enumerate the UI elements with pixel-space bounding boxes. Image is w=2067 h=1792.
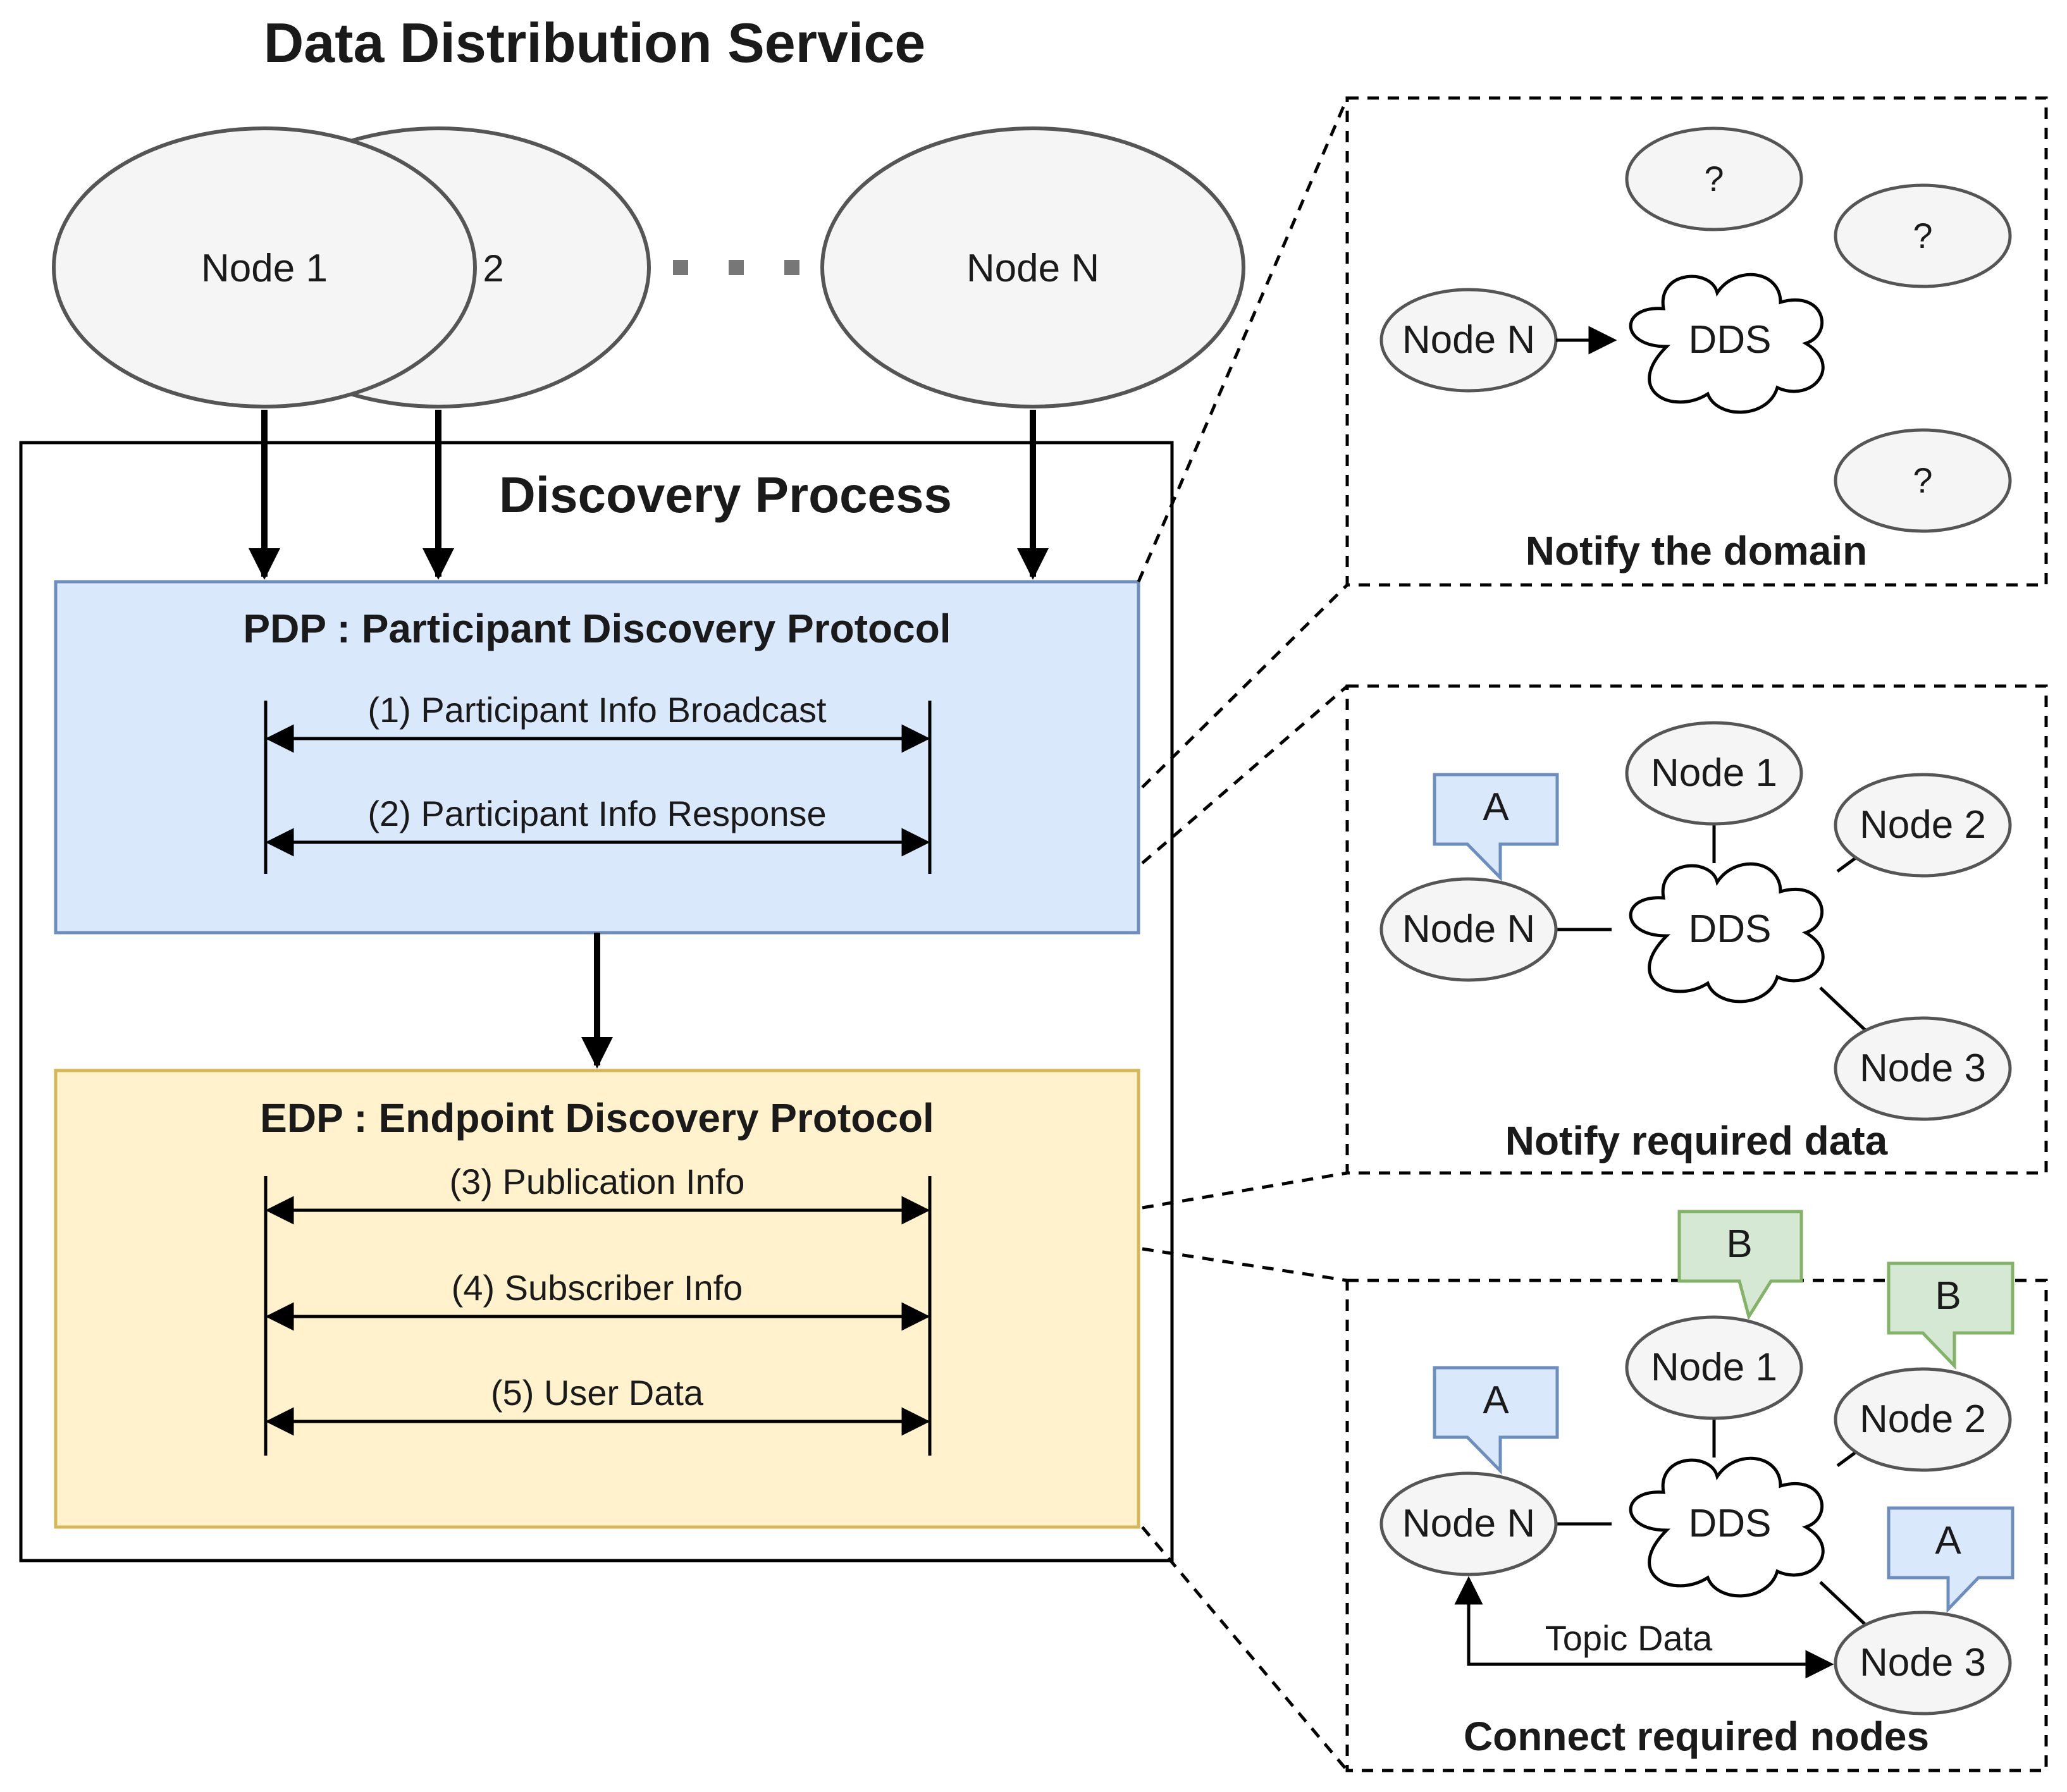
edp-msg-4-label: (4) Subscriber Info [452,1268,743,1308]
pdp-msg-2-label: (2) Participant Info Response [367,794,826,833]
topic-data-arrow [1454,1576,1834,1679]
panel2-node-1-label: Node 1 [1651,751,1777,795]
unknown-node-2-label: ? [1913,216,1932,255]
panel3-bubble-b-node-2 [1887,1261,2015,1370]
unknown-node-2 [1834,183,2012,288]
unknown-node-1-label: ? [1704,159,1724,199]
panel2-node-n-label: Node N [1402,907,1535,951]
panel1-caption: Notify the domain [1526,528,1867,574]
panel3-dds-label: DDS [1689,1502,1772,1545]
panel3-node-3 [1834,1611,2012,1715]
panel2-caption: Notify required data [1505,1118,1888,1163]
diagram-title: Data Distribution Service [264,11,926,74]
panel3-node-2-label: Node 2 [1860,1397,1986,1441]
unknown-node-3 [1834,428,2012,533]
edp-title: EDP : Endpoint Discovery Protocol [260,1095,934,1141]
discovery-process-title: Discovery Process [499,467,952,523]
panel3-bubble-b-node-2-label: B [1935,1274,1961,1318]
panel2-node-1 [1625,721,1803,826]
unknown-node-1 [1625,126,1803,231]
pdp-title: PDP : Participant Discovery Protocol [243,606,951,651]
node-n-label: Node N [966,247,1099,290]
panel3-node-1-label: Node 1 [1651,1346,1777,1389]
panel3-bubble-a-node-n [1433,1366,1559,1475]
topic-data-label: Topic Data [1545,1618,1713,1658]
panel2-node-n [1379,877,1558,982]
panel3-node-3-label: Node 3 [1860,1641,1986,1685]
panel2-node-3 [1834,1016,2012,1121]
pdp-msg-1-label: (1) Participant Info Broadcast [367,690,827,730]
panel2-node-2-label: Node 2 [1860,803,1986,847]
panel3-bubble-a-node-3 [1887,1506,2015,1614]
unknown-node-3-label: ? [1913,460,1932,500]
panel2-bubble-a-label: A [1483,785,1509,829]
panel2-dds-label: DDS [1689,907,1772,951]
panel1-dds-label: DDS [1689,318,1772,362]
node-1: Node 1 [52,126,477,408]
panel-notify-required-data: DDS Node N Node 1 Node 2 Node 3 A Notify… [1345,684,2048,1175]
node-2-label: 2 [483,247,503,290]
panel1-node-n-label: Node N [1402,318,1535,362]
edp-msg-5-label: (5) User Data [491,1373,704,1413]
zoom-connectors [1137,97,1349,1772]
panel3-bubble-b-node-1 [1677,1210,1803,1321]
panel-connect-required-nodes: DDS Node N Node 1 Node 2 Node 3 Topic Da… [1345,1210,2048,1772]
panel2-node-3-label: Node 3 [1860,1046,1986,1090]
pdp-box: PDP : Participant Discovery Protocol (1)… [54,580,1140,935]
panel3-node-2 [1834,1367,2012,1472]
panel3-bubble-a-node-3-label: A [1935,1519,1961,1562]
panel3-caption: Connect required nodes [1464,1714,1929,1759]
panel3-node-1 [1625,1315,1803,1420]
panel3-node-n [1379,1471,1558,1576]
edp-msg-3-label: (3) Publication Info [450,1162,745,1201]
ellipsis-dots [673,260,799,275]
node-1-label: Node 1 [201,247,328,290]
edp-box: EDP : Endpoint Discovery Protocol (3) Pu… [54,1069,1140,1529]
node-n: Node N [820,126,1245,408]
panel2-node-2 [1834,773,2012,878]
panel3-bubble-a-node-n-label: A [1483,1378,1509,1422]
discovery-process-box [19,441,1174,1562]
panel2-bubble-a [1433,773,1559,882]
panel3-node-n-label: Node N [1402,1502,1535,1545]
panel-notify-domain: ? ? ? Node N DDS Notify the domain [1345,96,2048,587]
panel3-bubble-b-node-1-label: B [1726,1222,1752,1266]
